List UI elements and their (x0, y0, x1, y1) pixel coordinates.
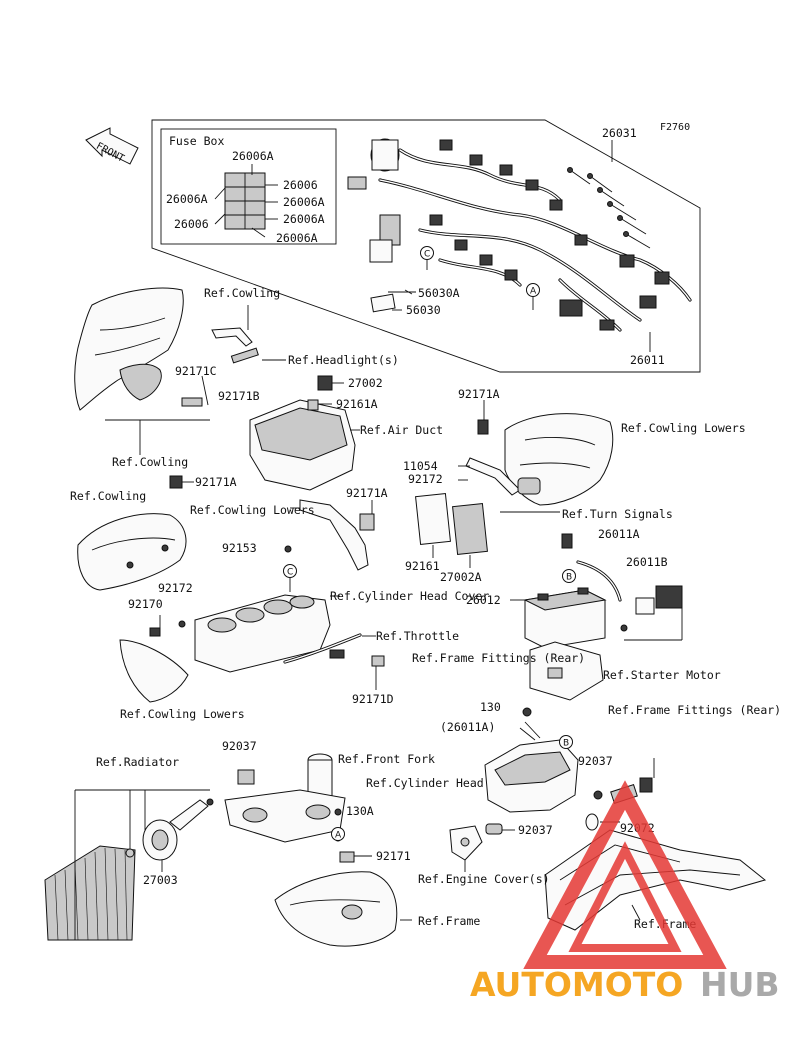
horn-27003-drawing (142, 798, 214, 872)
front-fork-drawing (224, 753, 346, 843)
wire-harness-26031 (347, 138, 692, 332)
part-label: Ref.Frame Fittings (Rear) (608, 703, 781, 717)
part-label: Ref.Radiator (96, 755, 179, 769)
part-label: 26011A (598, 527, 640, 541)
fuse-label-top: 26006A (232, 149, 274, 163)
part-label: Ref.Cowling (70, 489, 146, 503)
part-label: 92037 (518, 823, 553, 837)
watermark-logo (523, 780, 727, 969)
part-label: Ref.Frame (418, 914, 480, 928)
battery-tray-drawing (529, 641, 604, 701)
marker-c-mid: C (283, 564, 297, 592)
part-label: 11054 (403, 459, 438, 473)
part-label: 92037 (578, 754, 613, 768)
part-label: Ref.Starter Motor (603, 668, 721, 682)
part-label: Ref.Cowling Lowers (120, 707, 245, 721)
marker-a-top: A (526, 283, 540, 310)
watermark-text-primary: AUTOMOTO (470, 965, 683, 1004)
fuse-label-right-3: 26006A (283, 212, 325, 226)
part-label: 92161 (405, 559, 440, 573)
fuse-label-right-1: 26006 (283, 178, 318, 192)
battery-26012-drawing (510, 587, 607, 649)
fuse-label-bottom: 26006A (276, 231, 318, 245)
part-label: 92171D (352, 692, 394, 706)
starter-relay-drawing (561, 533, 683, 641)
frame-front-drawing (274, 834, 412, 947)
fuse-box-title: Fuse Box (169, 134, 224, 148)
part-label: 26012 (466, 593, 501, 607)
part-label: Ref.Cowling (204, 286, 280, 300)
marker-b-low: B (559, 735, 573, 749)
part-label: 92172 (158, 581, 193, 595)
svg-text:C: C (287, 568, 293, 578)
part-label: 56030 (406, 303, 441, 317)
engine-cover-bracket-drawing (449, 823, 515, 872)
part-label: Ref.Cylinder Head Cover (330, 589, 489, 603)
bracket-middle-drawing (284, 499, 375, 571)
part-label: Ref.Frame Fittings (Rear) (412, 651, 585, 665)
cylinder-head-drawing (484, 707, 579, 813)
harness-frame (151, 119, 701, 373)
part-label: 92171 (376, 849, 411, 863)
marker-b-mid: B (562, 569, 576, 583)
diagram-code: F2760 (660, 122, 690, 133)
part-label: 92170 (128, 597, 163, 611)
fuse-box-frame (160, 128, 337, 245)
part-label: Ref.Front Fork (338, 752, 435, 766)
part-label: Ref.Headlight(s) (288, 353, 399, 367)
part-label: 92172 (408, 472, 443, 486)
part-label: 92171C (175, 364, 217, 378)
part-label: 92161A (336, 397, 378, 411)
part-label: 26011 (630, 353, 665, 367)
svg-text:A: A (335, 831, 342, 841)
part-label: Ref.Cowling Lowers (190, 503, 315, 517)
throttle-harness-drawing (283, 633, 385, 690)
watermark-text-secondary: HUB (700, 965, 780, 1004)
part-label: Ref.Throttle (376, 629, 459, 643)
svg-text:B: B (563, 739, 569, 749)
part-label: 130A (346, 804, 374, 818)
part-label: 130 (480, 700, 501, 714)
svg-text:A: A (530, 287, 537, 297)
part-label: 92171A (346, 486, 388, 500)
cylinder-head-cover-drawing (194, 594, 340, 673)
marker-c-top: C (420, 246, 434, 270)
marker-a-low: A (331, 827, 345, 841)
side-cowling-drawing (77, 475, 194, 591)
radiator-drawing (44, 789, 210, 941)
air-duct-drawing (249, 375, 360, 491)
part-label: Ref.Cowling (112, 455, 188, 469)
svg-text:C: C (424, 250, 430, 260)
part-label: (26011A) (440, 720, 495, 734)
part-label: 56030A (418, 286, 460, 300)
svg-text:B: B (566, 573, 572, 583)
lower-cowling-right-drawing (458, 400, 614, 506)
bracket-ref-cowling (181, 305, 286, 407)
part-label: 92037 (222, 739, 257, 753)
front-arrow-icon: FRONT (85, 127, 139, 165)
part-label: Ref.Cylinder Head (366, 776, 484, 790)
ecu-boxes-drawing (415, 493, 560, 568)
fuse-box-drawing (214, 164, 278, 238)
part-label: Ref.Air Duct (360, 423, 443, 437)
fuse-label-right-2: 26006A (283, 195, 325, 209)
part-label: 92171A (195, 475, 237, 489)
part-label: 26011B (626, 555, 668, 569)
part-label: 92171A (458, 387, 500, 401)
part-label: Ref.Turn Signals (562, 507, 673, 521)
upper-cowling-drawing (74, 287, 210, 455)
part-label: 27002A (440, 570, 482, 584)
part-label: Ref.Cowling Lowers (621, 421, 746, 435)
part-label: 26031 (602, 126, 637, 140)
part-label: 92153 (222, 541, 257, 555)
part-label: 92171B (218, 389, 260, 403)
part-label: 27003 (143, 873, 178, 887)
fuse-label-left: 26006 (174, 217, 209, 231)
part-label: 27002 (348, 376, 383, 390)
part-label: Ref.Engine Cover(s) (418, 872, 550, 886)
fuse-label-left-a: 26006A (166, 192, 208, 206)
lower-cowling-left-drawing (119, 615, 189, 703)
